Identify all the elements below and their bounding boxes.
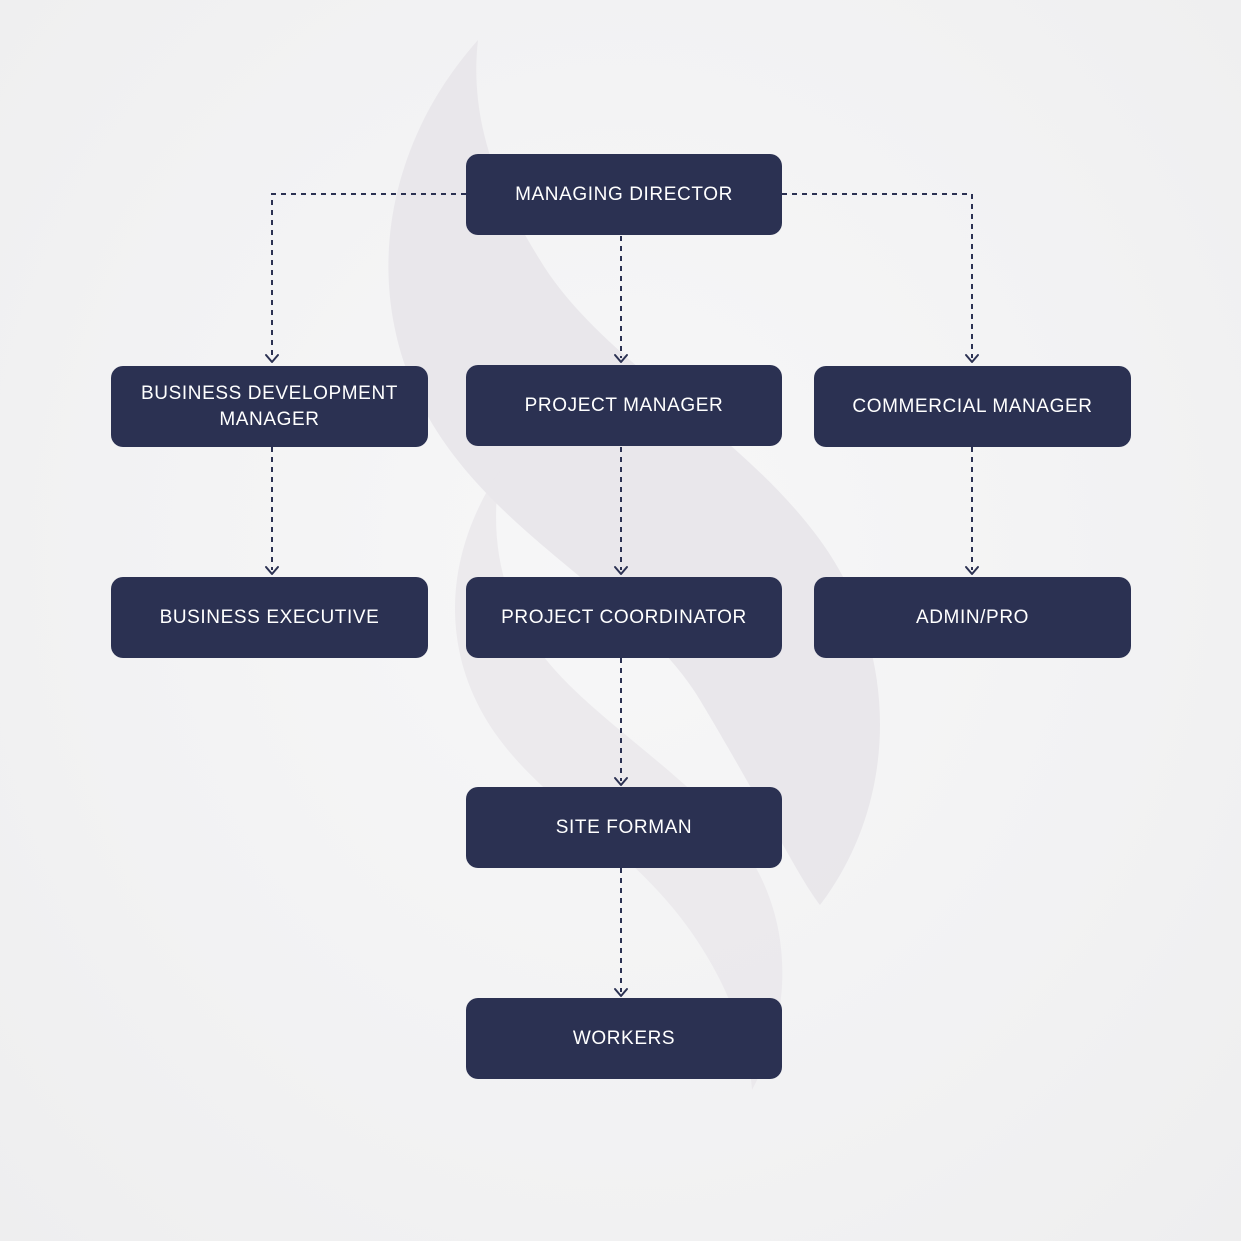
node-label: PROJECT MANAGER	[524, 394, 724, 416]
node-label: SITE FORMAN	[555, 816, 693, 838]
node-managing-director: MANAGING DIRECTOR	[466, 154, 782, 235]
node-label: PROJECT COORDINATOR	[501, 606, 747, 628]
arrowhead-icon	[965, 354, 979, 363]
node-business-executive: BUSINESS EXECUTIVE	[111, 577, 428, 658]
connector-md-to-cm	[782, 193, 973, 358]
flame-swoosh-icon	[388, 40, 880, 1090]
arrowhead-icon	[614, 354, 628, 363]
node-commercial-manager: COMMERCIAL MANAGER	[814, 366, 1131, 447]
node-project-coordinator: PROJECT COORDINATOR	[466, 577, 782, 658]
node-site-forman: SITE FORMAN	[466, 787, 782, 868]
node-label: ADMIN/PRO	[915, 606, 1030, 628]
arrowhead-icon	[965, 566, 979, 575]
node-project-manager: PROJECT MANAGER	[466, 365, 782, 446]
node-label: BUSINESS DEVELOPMENT MANAGER	[141, 382, 398, 430]
node-label: MANAGING DIRECTOR	[515, 183, 733, 205]
node-workers: WORKERS	[466, 998, 782, 1079]
arrowhead-icon	[614, 988, 628, 997]
connector-md-to-bdm	[271, 193, 466, 358]
arrowhead-icon	[265, 354, 279, 363]
arrowhead-icon	[265, 566, 279, 575]
node-label: BUSINESS EXECUTIVE	[159, 606, 380, 628]
node-admin-pro: ADMIN/PRO	[814, 577, 1131, 658]
node-business-development-manager: BUSINESS DEVELOPMENT MANAGER	[111, 366, 428, 447]
arrowhead-icon	[614, 566, 628, 575]
node-label: COMMERCIAL MANAGER	[852, 395, 1093, 417]
node-label: WORKERS	[572, 1027, 676, 1049]
arrowhead-icon	[614, 777, 628, 786]
